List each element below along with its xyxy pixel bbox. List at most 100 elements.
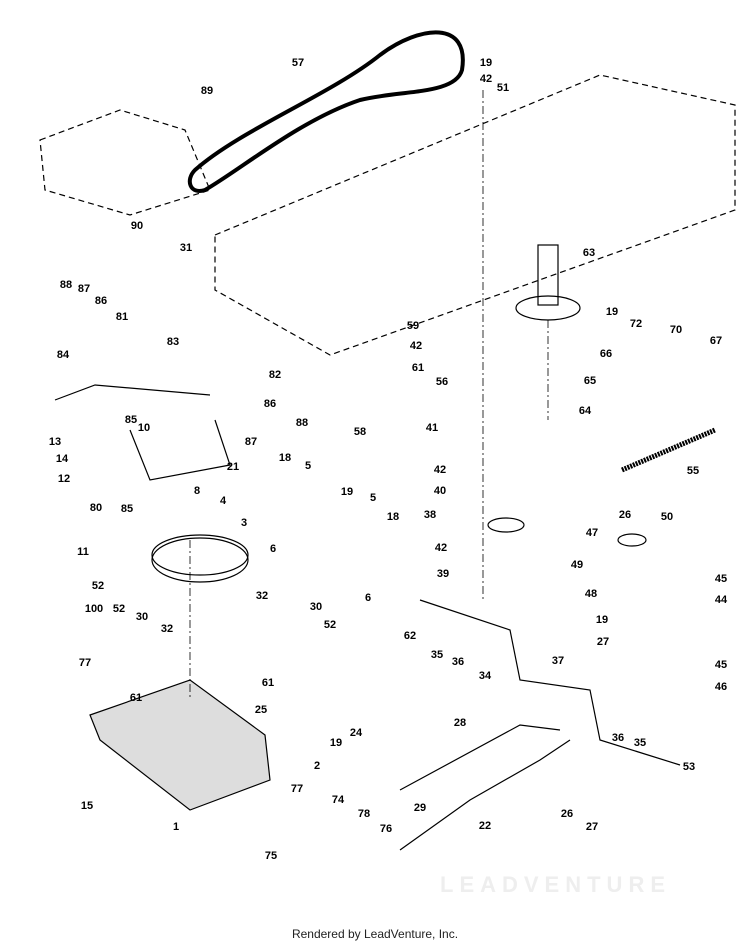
callout-part-36[interactable]: 36 [611, 732, 625, 744]
callout-part-1[interactable]: 1 [172, 821, 180, 833]
callout-part-44[interactable]: 44 [714, 594, 728, 606]
callout-part-61[interactable]: 61 [411, 362, 425, 374]
callout-part-81[interactable]: 81 [115, 311, 129, 323]
callout-part-31[interactable]: 31 [179, 242, 193, 254]
callout-part-83[interactable]: 83 [166, 336, 180, 348]
callout-part-18[interactable]: 18 [386, 511, 400, 523]
callout-part-62[interactable]: 62 [403, 630, 417, 642]
callout-part-47[interactable]: 47 [585, 527, 599, 539]
callout-part-12[interactable]: 12 [57, 473, 71, 485]
callout-part-25[interactable]: 25 [254, 704, 268, 716]
callout-part-14[interactable]: 14 [55, 453, 69, 465]
callout-part-52[interactable]: 52 [323, 619, 337, 631]
callout-part-86[interactable]: 86 [263, 398, 277, 410]
callout-part-42[interactable]: 42 [409, 340, 423, 352]
callout-part-65[interactable]: 65 [583, 375, 597, 387]
callout-part-19[interactable]: 19 [595, 614, 609, 626]
callout-part-55[interactable]: 55 [686, 465, 700, 477]
callout-part-21[interactable]: 21 [226, 461, 240, 473]
callout-part-26[interactable]: 26 [560, 808, 574, 820]
callout-part-40[interactable]: 40 [433, 485, 447, 497]
callout-part-82[interactable]: 82 [268, 369, 282, 381]
callout-part-46[interactable]: 46 [714, 681, 728, 693]
callout-part-38[interactable]: 38 [423, 509, 437, 521]
callout-part-42[interactable]: 42 [433, 464, 447, 476]
callout-part-85[interactable]: 85 [120, 503, 134, 515]
callout-part-57[interactable]: 57 [291, 57, 305, 69]
callout-part-41[interactable]: 41 [425, 422, 439, 434]
callout-part-42[interactable]: 42 [479, 73, 493, 85]
callout-part-19[interactable]: 19 [605, 306, 619, 318]
callout-part-72[interactable]: 72 [629, 318, 643, 330]
callout-part-42[interactable]: 42 [434, 542, 448, 554]
callout-part-77[interactable]: 77 [290, 783, 304, 795]
callout-part-11[interactable]: 11 [77, 546, 89, 558]
callout-part-100[interactable]: 100 [84, 603, 104, 615]
callout-part-30[interactable]: 30 [135, 611, 149, 623]
callout-part-36[interactable]: 36 [451, 656, 465, 668]
callout-part-88[interactable]: 88 [59, 279, 73, 291]
callout-part-85[interactable]: 85 [124, 414, 138, 426]
callout-part-13[interactable]: 13 [48, 436, 62, 448]
callout-part-39[interactable]: 39 [436, 568, 450, 580]
callout-part-19[interactable]: 19 [340, 486, 354, 498]
callout-part-80[interactable]: 80 [89, 502, 103, 514]
callout-part-32[interactable]: 32 [255, 590, 269, 602]
callout-part-88[interactable]: 88 [295, 417, 309, 429]
callout-part-84[interactable]: 84 [56, 349, 70, 361]
callout-part-74[interactable]: 74 [331, 794, 345, 806]
callout-part-27[interactable]: 27 [596, 636, 610, 648]
callout-part-76[interactable]: 76 [379, 823, 393, 835]
callout-part-70[interactable]: 70 [669, 324, 683, 336]
callout-part-66[interactable]: 66 [599, 348, 613, 360]
callout-part-59[interactable]: 59 [406, 320, 420, 332]
callout-part-87[interactable]: 87 [77, 283, 91, 295]
callout-part-49[interactable]: 49 [570, 559, 584, 571]
callout-part-26[interactable]: 26 [618, 509, 632, 521]
callout-part-2[interactable]: 2 [313, 760, 321, 772]
callout-part-3[interactable]: 3 [240, 517, 248, 529]
callout-part-58[interactable]: 58 [353, 426, 367, 438]
callout-part-77[interactable]: 77 [78, 657, 92, 669]
callout-part-87[interactable]: 87 [244, 436, 258, 448]
callout-part-45[interactable]: 45 [714, 573, 728, 585]
callout-part-75[interactable]: 75 [264, 850, 278, 862]
callout-part-53[interactable]: 53 [682, 761, 696, 773]
callout-part-52[interactable]: 52 [91, 580, 105, 592]
callout-part-35[interactable]: 35 [633, 737, 647, 749]
callout-part-89[interactable]: 89 [200, 85, 214, 97]
callout-part-34[interactable]: 34 [478, 670, 492, 682]
callout-part-56[interactable]: 56 [435, 376, 449, 388]
callout-part-8[interactable]: 8 [193, 485, 201, 497]
callout-part-24[interactable]: 24 [349, 727, 363, 739]
callout-part-52[interactable]: 52 [112, 603, 126, 615]
callout-part-45[interactable]: 45 [714, 659, 728, 671]
callout-part-61[interactable]: 61 [129, 692, 143, 704]
callout-part-30[interactable]: 30 [309, 601, 323, 613]
callout-part-86[interactable]: 86 [94, 295, 108, 307]
callout-part-15[interactable]: 15 [80, 800, 94, 812]
callout-part-22[interactable]: 22 [478, 820, 492, 832]
callout-part-6[interactable]: 6 [364, 592, 372, 604]
callout-part-51[interactable]: 51 [496, 82, 510, 94]
callout-part-35[interactable]: 35 [430, 649, 444, 661]
callout-part-90[interactable]: 90 [130, 220, 144, 232]
callout-part-64[interactable]: 64 [578, 405, 592, 417]
callout-part-5[interactable]: 5 [304, 460, 312, 472]
callout-part-37[interactable]: 37 [551, 655, 565, 667]
callout-part-67[interactable]: 67 [709, 335, 723, 347]
callout-part-6[interactable]: 6 [269, 543, 277, 555]
callout-part-5[interactable]: 5 [369, 492, 377, 504]
callout-part-48[interactable]: 48 [584, 588, 598, 600]
callout-part-63[interactable]: 63 [582, 247, 596, 259]
callout-part-78[interactable]: 78 [357, 808, 371, 820]
callout-part-19[interactable]: 19 [329, 737, 343, 749]
callout-part-10[interactable]: 10 [137, 422, 151, 434]
callout-part-19[interactable]: 19 [479, 57, 493, 69]
callout-part-32[interactable]: 32 [160, 623, 174, 635]
callout-part-27[interactable]: 27 [585, 821, 599, 833]
callout-part-28[interactable]: 28 [453, 717, 467, 729]
callout-part-61[interactable]: 61 [261, 677, 275, 689]
callout-part-18[interactable]: 18 [278, 452, 292, 464]
callout-part-50[interactable]: 50 [660, 511, 674, 523]
